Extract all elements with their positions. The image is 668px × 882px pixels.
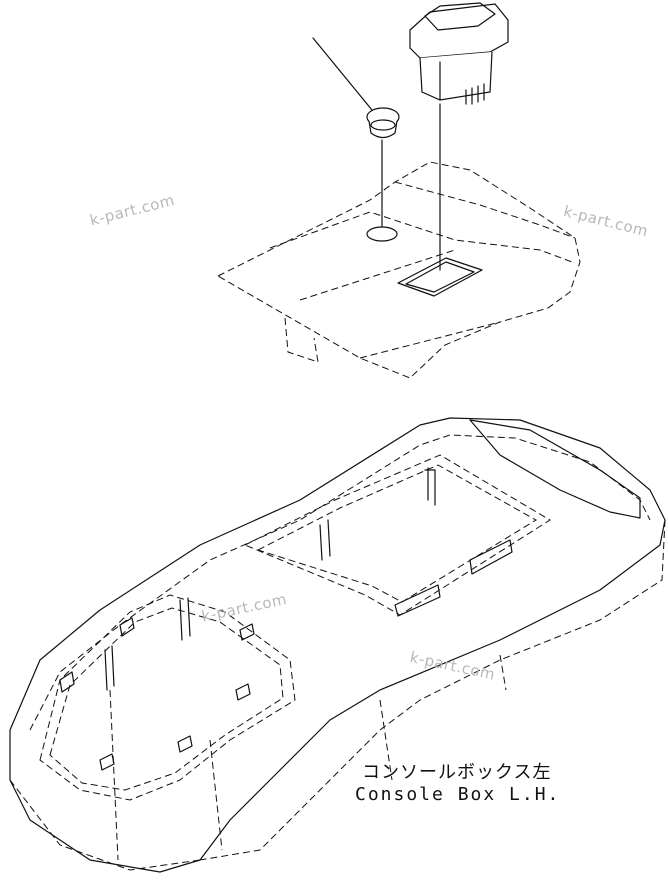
console-cover <box>216 161 581 379</box>
leader-line <box>312 37 373 111</box>
caption-english: Console Box L.H. <box>355 784 561 805</box>
blanking-plug[interactable] <box>366 107 400 139</box>
rocker-switch[interactable] <box>409 2 509 105</box>
caption-japanese: コンソールボックス左 <box>362 762 552 783</box>
console-box <box>9 417 666 873</box>
